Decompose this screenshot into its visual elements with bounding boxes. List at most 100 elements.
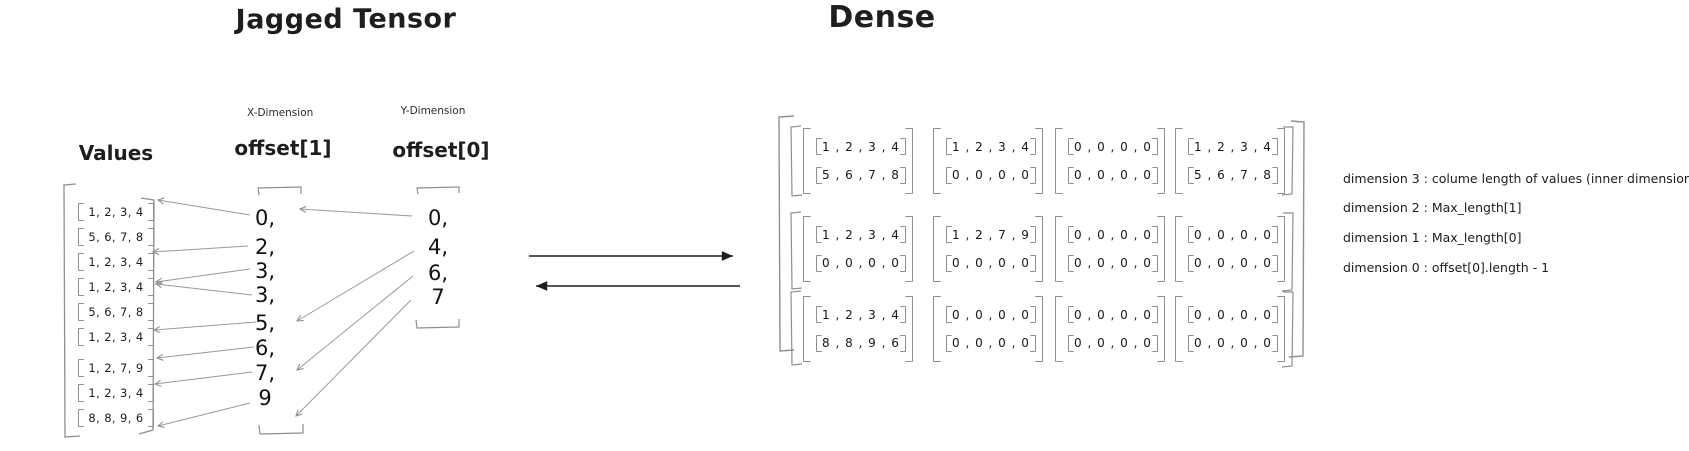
right-bracket [1151,254,1158,272]
matrix-row-text: 1 , 2 , 7 , 9 [952,227,1030,242]
matrix-row-text: 1 , 2 , 3 , 4 [952,139,1030,154]
x-dimension-label: X-Dimension [247,107,314,119]
left-bracket [1068,334,1074,352]
right-bracket [147,278,154,296]
values-row-text: 1, 2, 3, 4 [88,255,144,269]
matrix-row: 1 , 2 , 3 , 4 [946,137,1036,156]
right-bracket [147,253,154,271]
left-bracket [946,254,952,272]
matrix-row-text: 0 , 0 , 0 , 0 [952,168,1030,183]
left-bracket [946,306,952,324]
matrix-row: 5 , 6 , 7 , 8 [816,166,906,185]
right-bracket [899,138,906,156]
values-row: 5, 6, 7, 8 [78,227,154,247]
dense-matrix: 0 , 0 , 0 , 0 0 , 0 , 0 , 0 [1175,296,1285,362]
left-bracket [78,359,84,377]
left-bracket [816,226,822,244]
matrix-rows: 1 , 2 , 3 , 4 5 , 6 , 7 , 8 [1175,128,1285,194]
matrix-row: 1 , 2 , 7 , 9 [946,225,1036,244]
offset1-value: 3, [254,283,276,307]
matrix-row-text: 0 , 0 , 0 , 0 [952,256,1030,271]
dense-matrix: 1 , 2 , 3 , 4 8 , 8 , 9 , 6 [803,296,913,362]
right-bracket [1271,166,1278,184]
left-bracket [78,228,84,246]
matrix-rows: 0 , 0 , 0 , 0 0 , 0 , 0 , 0 [1175,216,1285,282]
values-row-text: 1, 2, 7, 9 [88,361,144,375]
right-bracket [147,228,154,246]
right-bracket [899,254,906,272]
offset0-column-label: offset[0] [392,138,490,162]
matrix-row-text: 1 , 2 , 3 , 4 [822,227,900,242]
matrix-row-text: 0 , 0 , 0 , 0 [952,307,1030,322]
offset0-value: 4, [427,235,449,259]
matrix-row: 0 , 0 , 0 , 0 [1068,334,1158,353]
matrix-row-text: 0 , 0 , 0 , 0 [1194,227,1272,242]
right-bracket [899,334,906,352]
dense-title: Dense [828,0,936,35]
right-bracket [1029,138,1036,156]
legend-dimension-2: dimension 2 : Max_length[1] [1343,200,1522,215]
matrix-row-text: 5 , 6 , 7 , 8 [1194,168,1272,183]
right-bracket [1029,254,1036,272]
matrix-row: 0 , 0 , 0 , 0 [946,166,1036,185]
jagged-tensor-title: Jagged Tensor [235,3,457,36]
left-bracket [816,138,822,156]
right-bracket [899,306,906,324]
left-bracket [78,328,84,346]
matrix-row-text: 1 , 2 , 3 , 4 [822,307,900,322]
values-row-text: 5, 6, 7, 8 [88,230,144,244]
left-bracket [816,306,822,324]
matrix-rows: 1 , 2 , 3 , 4 8 , 8 , 9 , 6 [803,296,913,362]
offset1-value: 6, [254,336,276,360]
offset1-column-label: offset[1] [234,136,332,160]
matrix-row: 1 , 2 , 3 , 4 [816,305,906,324]
matrix-row-text: 0 , 0 , 0 , 0 [952,336,1030,351]
offset0-to-offset1-arrows [295,205,415,417]
matrix-row: 0 , 0 , 0 , 0 [946,305,1036,324]
dense-matrix: 0 , 0 , 0 , 0 0 , 0 , 0 , 0 [1055,128,1165,194]
right-bracket [1271,138,1278,156]
right-bracket [1029,226,1036,244]
matrix-row: 1 , 2 , 3 , 4 [816,137,906,156]
left-bracket [946,226,952,244]
matrix-row: 0 , 0 , 0 , 0 [1188,254,1278,273]
offset0-value: 6, [427,261,449,285]
matrix-row: 0 , 0 , 0 , 0 [1188,305,1278,324]
left-bracket [78,384,84,402]
matrix-row: 8 , 8 , 9 , 6 [816,334,906,353]
matrix-row-text: 1 , 2 , 3 , 4 [1194,139,1272,154]
values-column-label: Values [78,141,154,165]
matrix-row-text: 0 , 0 , 0 , 0 [1074,139,1152,154]
left-bracket [78,278,84,296]
left-bracket [816,166,822,184]
values-row: 1, 2, 3, 4 [78,277,154,297]
matrix-row-text: 0 , 0 , 0 , 0 [1074,256,1152,271]
dense-matrix: 1 , 2 , 3 , 4 5 , 6 , 7 , 8 [1175,128,1285,194]
matrix-row: 0 , 0 , 0 , 0 [1188,334,1278,353]
matrix-row-text: 0 , 0 , 0 , 0 [1074,336,1152,351]
left-bracket [1188,254,1194,272]
matrix-rows: 0 , 0 , 0 , 0 0 , 0 , 0 , 0 [1175,296,1285,362]
right-bracket [1029,166,1036,184]
left-bracket [1188,306,1194,324]
values-row-text: 1, 2, 3, 4 [88,330,144,344]
right-bracket [147,303,154,321]
values-row-text: 1, 2, 3, 4 [88,386,144,400]
matrix-row-text: 0 , 0 , 0 , 0 [1194,307,1272,322]
offset1-value: 9 [258,386,272,410]
matrix-row: 0 , 0 , 0 , 0 [1068,166,1158,185]
matrix-row: 0 , 0 , 0 , 0 [1068,254,1158,273]
legend-dimension-1: dimension 1 : Max_length[0] [1343,230,1522,245]
matrix-row-text: 8 , 8 , 9 , 6 [822,336,900,351]
matrix-rows: 1 , 2 , 3 , 4 5 , 6 , 7 , 8 [803,128,913,194]
offset1-to-values-arrows [151,197,257,428]
left-bracket [78,409,84,427]
matrix-row: 1 , 2 , 3 , 4 [816,225,906,244]
matrix-rows: 0 , 0 , 0 , 0 0 , 0 , 0 , 0 [1055,128,1165,194]
offset1-value: 2, [254,235,276,259]
left-bracket [78,253,84,271]
